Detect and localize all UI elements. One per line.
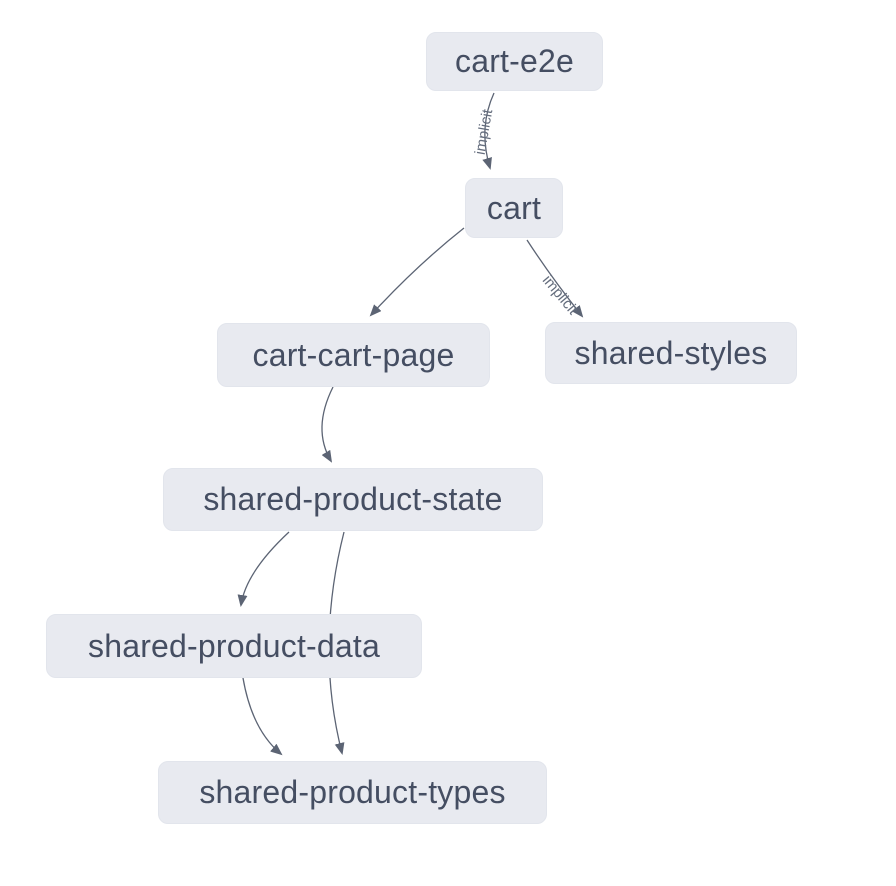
node-label-shared-product-data: shared-product-data [88,627,380,664]
edge-cart-e2e-to-cart [482,92,495,170]
node-shared-product-data[interactable]: shared-product-data [46,614,422,678]
node-shared-styles[interactable]: shared-styles [545,322,797,384]
node-cart-cart-page[interactable]: cart-cart-page [217,323,490,387]
node-cart-e2e[interactable]: cart-e2e [426,32,603,91]
edge-cart-to-shared-styles [526,239,584,318]
edge-cart-to-cart-cart-page [369,227,465,317]
node-label-cart-e2e: cart-e2e [455,43,574,79]
edge-cart-cart-page-to-shared-product-state [321,386,334,463]
node-label-shared-product-types: shared-product-types [199,774,506,810]
node-label-cart-cart-page: cart-cart-page [252,336,455,373]
node-shared-product-state[interactable]: shared-product-state [163,468,543,531]
node-cart[interactable]: cart [465,178,563,238]
node-shared-product-types[interactable]: shared-product-types [158,761,547,824]
edge-shared-product-data-to-shared-product-types [242,677,283,756]
node-label-shared-product-state: shared-product-state [203,481,503,517]
edge-shared-product-state-to-shared-product-data [237,531,290,607]
node-label-shared-styles: shared-styles [574,334,768,371]
node-label-cart: cart [486,189,542,226]
